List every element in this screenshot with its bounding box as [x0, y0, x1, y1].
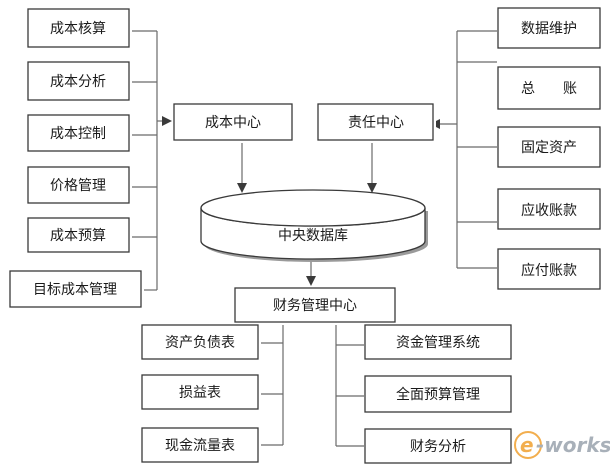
system-label: 财务分析 [410, 439, 466, 455]
bottom-left-box-1: 资产负债表 [141, 324, 261, 362]
svg-text:-works: -works [536, 433, 610, 457]
left-module-label: 价格管理 [50, 178, 106, 194]
bottom-left-box-3: 现金流量表 [141, 427, 261, 465]
finance-center-box: 财务管理中心 [234, 287, 398, 325]
right-module-box-2: 总 账 [497, 66, 603, 112]
report-label: 损益表 [179, 385, 221, 401]
right-module-label: 应付账款 [521, 262, 577, 279]
e-works-watermark-logo: e -works [514, 431, 610, 459]
right-module-label: 固定资产 [521, 140, 577, 156]
arrow-resp-to-db [367, 183, 377, 193]
bottom-right-box-1: 资金管理系统 [364, 324, 514, 362]
finance-center-label: 财务管理中心 [273, 298, 357, 314]
database-label: 中央数据库 [278, 228, 348, 244]
arrow-cost-to-db [237, 183, 247, 193]
right-module-box-5: 应付账款 [497, 248, 603, 292]
left-module-label: 成本控制 [50, 126, 106, 142]
bottom-right-box-3: 财务分析 [364, 428, 514, 466]
left-module-label: 成本核算 [50, 21, 106, 37]
right-module-box-4: 应收账款 [497, 188, 603, 232]
database-cylinder: 中央数据库 [200, 189, 428, 262]
system-label: 全面预算管理 [396, 386, 480, 403]
left-module-label: 目标成本管理 [33, 282, 117, 298]
bottom-left-box-2: 损益表 [141, 374, 261, 412]
left-module-box-4: 价格管理 [27, 166, 132, 206]
left-module-box-3: 成本控制 [27, 114, 132, 154]
bottom-right-box-2: 全面预算管理 [364, 375, 514, 415]
left-module-box-6: 目标成本管理 [9, 270, 144, 310]
arrow-db-to-finance [306, 276, 316, 286]
responsibility-center-box: 责任中心 [317, 103, 436, 143]
right-module-label: 应收账款 [521, 202, 577, 219]
report-label: 资产负债表 [165, 335, 235, 351]
left-module-box-5: 成本预算 [27, 217, 132, 255]
system-label: 资金管理系统 [396, 335, 480, 351]
left-module-box-2: 成本分析 [27, 61, 132, 103]
right-module-box-3: 固定资产 [497, 126, 603, 170]
responsibility-center-label: 责任中心 [348, 115, 404, 131]
left-module-box-1: 成本核算 [27, 8, 132, 50]
left-module-label: 成本分析 [50, 74, 106, 90]
svg-text:e: e [520, 433, 534, 457]
right-module-label: 数据维护 [521, 21, 577, 37]
cost-center-box: 成本中心 [173, 103, 295, 143]
right-module-box-1: 数据维护 [497, 7, 603, 51]
right-module-label: 总 账 [521, 81, 577, 97]
arrow-into-cost-center [162, 116, 172, 126]
report-label: 现金流量表 [165, 438, 235, 454]
left-module-label: 成本预算 [50, 228, 106, 244]
cost-center-label: 成本中心 [205, 115, 261, 131]
connectors [130, 30, 497, 447]
